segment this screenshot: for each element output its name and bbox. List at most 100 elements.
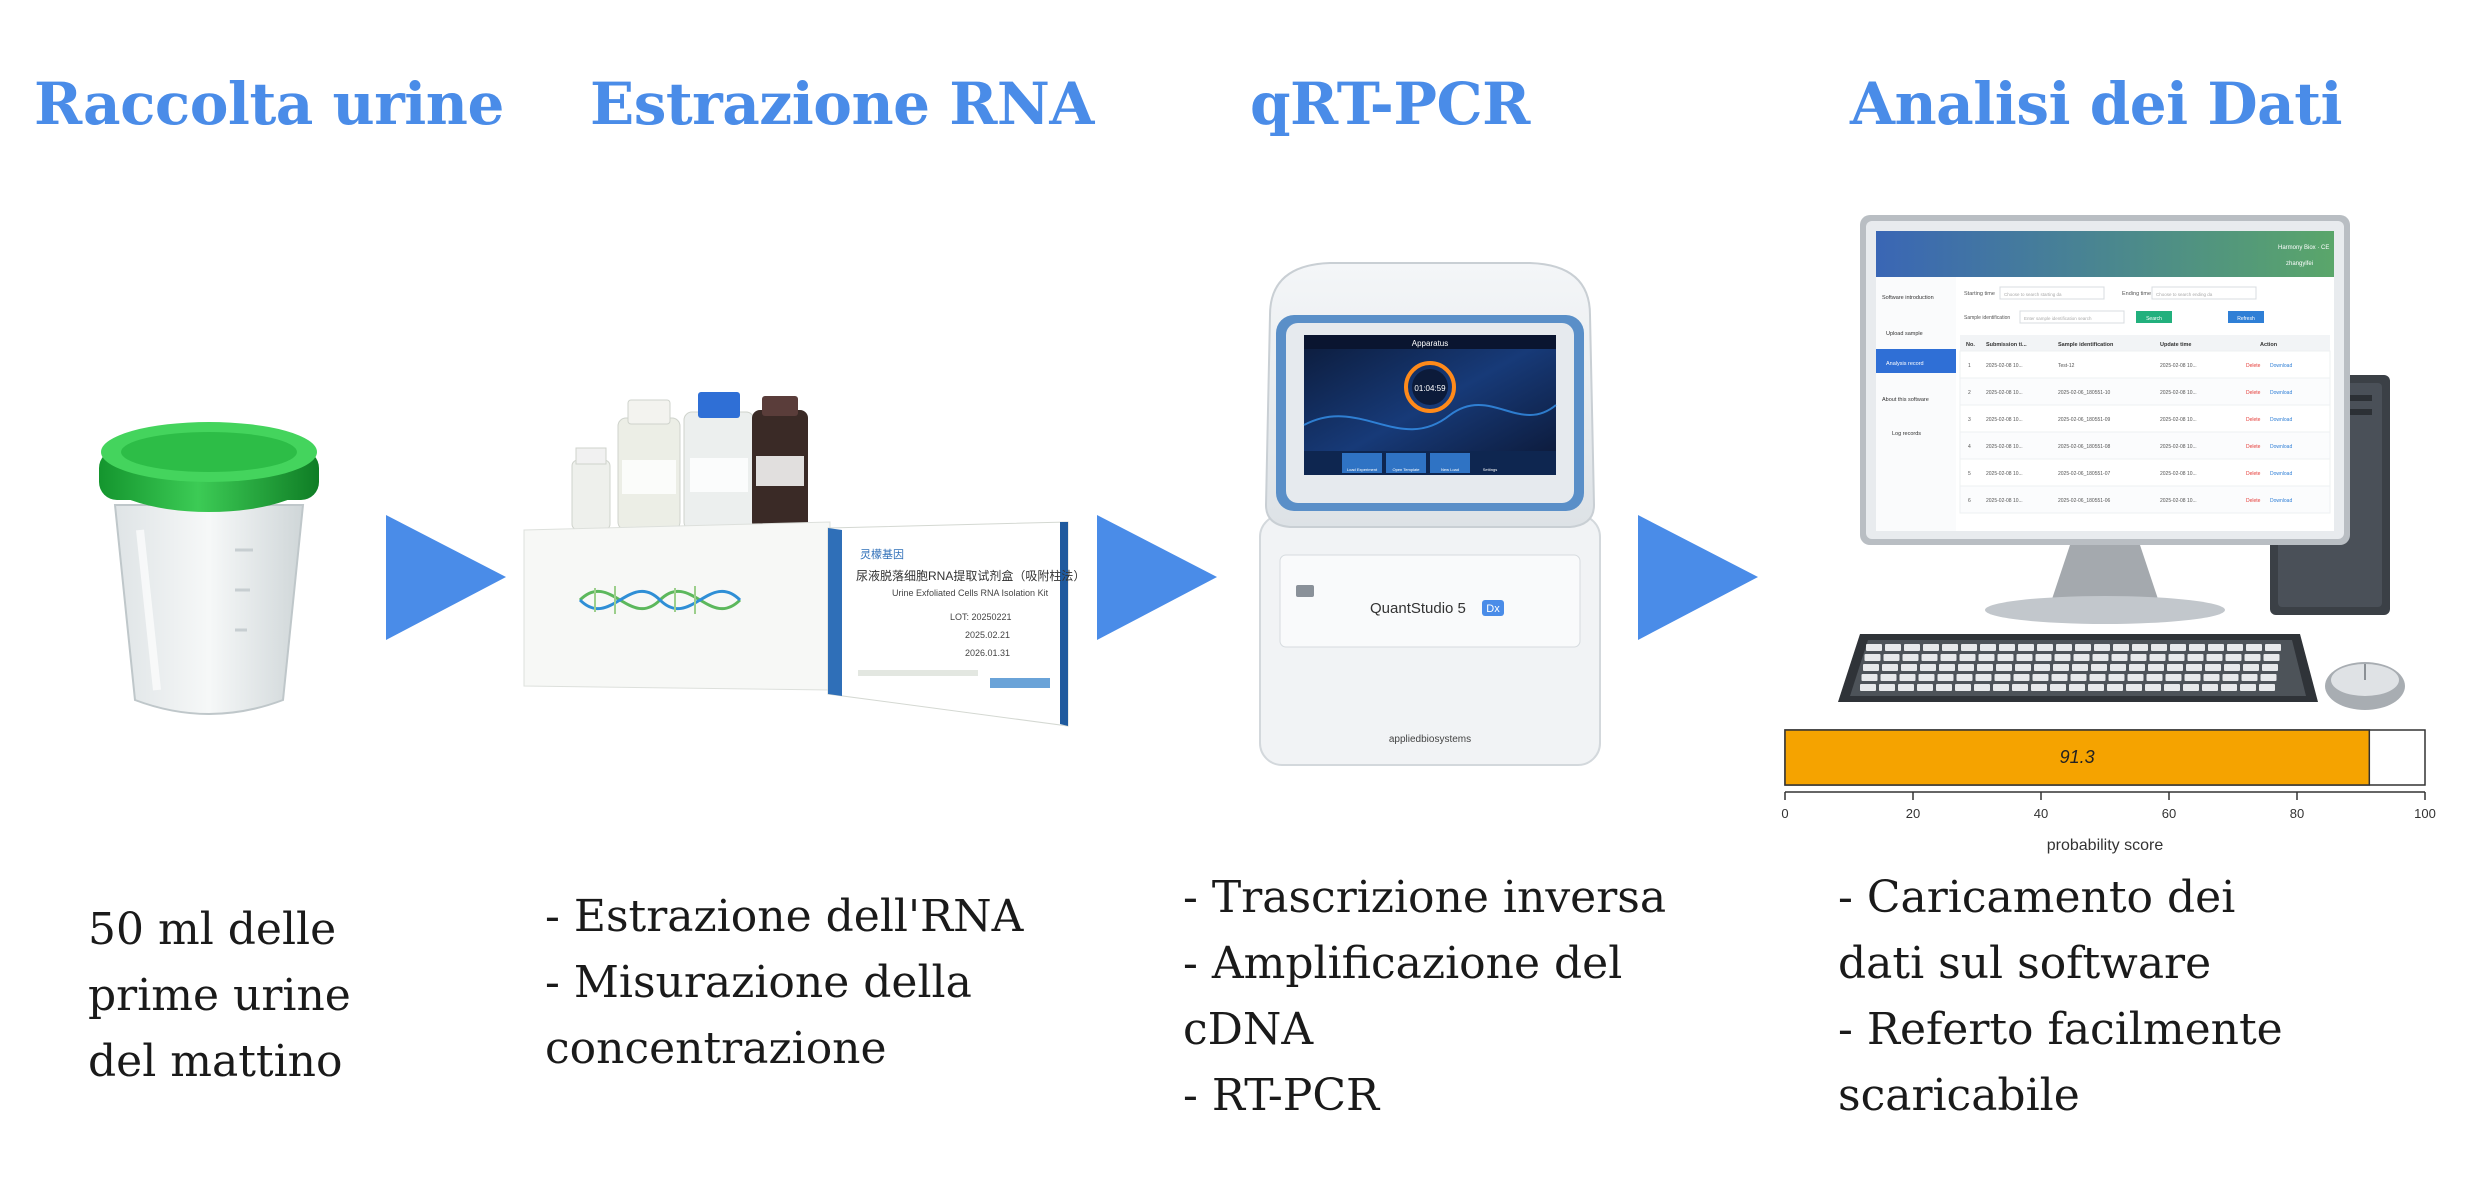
keyboard-key <box>1863 664 1879 671</box>
delete-link: Delete <box>2246 390 2261 396</box>
desc-line: - Estrazione dell'RNA <box>545 891 1024 942</box>
keyboard-key <box>2089 674 2106 681</box>
keyboard-key <box>2206 654 2223 661</box>
keyboard-key <box>2107 684 2123 691</box>
keyboard-key <box>1885 644 1901 651</box>
keyboard-key <box>1997 654 2014 661</box>
desc-line: - Trascrizione inversa <box>1183 872 1667 923</box>
delete-link: Delete <box>2246 363 2261 369</box>
keyboard-key <box>1974 684 1990 691</box>
arrow-right-icon <box>386 515 506 640</box>
keyboard-key <box>2224 664 2240 671</box>
keyboard-key <box>2129 664 2145 671</box>
keyboard-key <box>1956 674 1973 681</box>
keyboard-key <box>2056 644 2072 651</box>
delete-link: Delete <box>2246 444 2261 450</box>
keyboard-key <box>1879 684 1895 691</box>
keyboard-key <box>2227 644 2243 651</box>
sw-side-0: Software introduction <box>1882 295 1934 301</box>
table-cell: 6 <box>1968 498 1971 504</box>
keyboard-key <box>2259 684 2275 691</box>
delete-link: Delete <box>2246 417 2261 423</box>
table-cell: 2025-02-06_180551-06 <box>2058 498 2110 504</box>
table-cell: 4 <box>1968 444 1971 450</box>
sw-side-4: Log records <box>1892 431 1921 437</box>
sw-user: zhangyifei <box>2286 261 2313 267</box>
arrow-right-icon <box>1097 515 1217 640</box>
sw-col-1: Submission ti... <box>1986 342 2027 348</box>
keyboard-key <box>1961 644 1977 651</box>
kit-brand: 灵檬基因 <box>860 548 904 561</box>
desc-line: concentrazione <box>545 1023 887 1074</box>
pcr-maker: appliedbiosystems <box>1389 734 1471 745</box>
keyboard-key <box>1866 644 1882 651</box>
probability-value-label: 91.3 <box>2060 747 2095 767</box>
keyboard-key <box>2202 684 2218 691</box>
step-description-raccolta: 50 ml delle prime urine del mattino <box>88 897 351 1095</box>
x-tick-label: 0 <box>1781 806 1788 821</box>
sw-header-right: Harmony Biox · CE <box>2278 245 2329 251</box>
keyboard-key <box>1904 644 1920 651</box>
keyboard-key <box>1902 654 1919 661</box>
keyboard-key <box>2168 654 2185 661</box>
step-title-raccolta: Raccolta urine <box>34 70 504 138</box>
desc-line: 50 ml delle <box>88 904 337 955</box>
keyboard-key <box>1937 674 1954 681</box>
keyboard-key <box>2113 644 2129 651</box>
x-tick-label: 20 <box>1906 806 1920 821</box>
keyboard-key <box>1920 664 1936 671</box>
keyboard-key <box>2110 664 2126 671</box>
keyboard-key <box>2013 674 2030 681</box>
keyboard-key <box>2260 674 2277 681</box>
x-tick-label: 40 <box>2034 806 2048 821</box>
keyboard-key <box>2187 654 2204 661</box>
keyboard-key <box>1996 664 2012 671</box>
sw-start-placeholder: Choose to search starting da <box>2004 292 2062 297</box>
keyboard-key <box>2221 684 2237 691</box>
keyboard-key <box>2092 654 2109 661</box>
keyboard-key <box>2012 684 2028 691</box>
keyboard-key <box>2265 644 2281 651</box>
keyboard-key <box>2246 644 2262 651</box>
step-title-analisi: Analisi dei Dati <box>1850 70 2343 138</box>
keyboard-key <box>2205 664 2221 671</box>
sw-sample-placeholder: Enter sample identification search <box>2024 316 2092 321</box>
table-cell: Test-12 <box>2058 363 2075 369</box>
keyboard-key <box>1958 664 1974 671</box>
keyboard-key <box>2132 644 2148 651</box>
desc-line: cDNA <box>1183 1004 1314 1055</box>
sw-side-1: Upload sample <box>1886 331 1923 337</box>
keyboard-key <box>2145 684 2161 691</box>
keyboard-key <box>2184 674 2201 681</box>
keyboard-key <box>2186 664 2202 671</box>
keyboard-key <box>2088 684 2104 691</box>
table-cell: 2025-02-08 10... <box>2160 498 2197 504</box>
step-title-qrtpcr: qRT-PCR <box>1250 70 1530 138</box>
keyboard-key <box>2241 674 2258 681</box>
keyboard-key <box>1917 684 1933 691</box>
desc-line: - Referto facilmente <box>1838 1004 2283 1055</box>
keyboard-key <box>2073 654 2090 661</box>
keyboard-key <box>2167 664 2183 671</box>
urine-container-image <box>99 422 319 715</box>
keyboard-key <box>2032 674 2049 681</box>
download-link: Download <box>2270 444 2292 450</box>
keyboard-key <box>2035 654 2052 661</box>
table-cell: 2025-02-08 10... <box>2160 471 2197 477</box>
table-cell: 2 <box>1968 390 1971 396</box>
keyboard-key <box>2050 684 2066 691</box>
keyboard-key <box>2225 654 2242 661</box>
keyboard-key <box>2203 674 2220 681</box>
sw-start-label: Starting time <box>1964 291 1995 297</box>
keyboard-key <box>2094 644 2110 651</box>
keyboard-key <box>1980 644 1996 651</box>
keyboard-key <box>2018 644 2034 651</box>
table-cell: 2025-02-08 10... <box>2160 444 2197 450</box>
keyboard-image <box>1838 634 2318 702</box>
table-cell: 2025-02-08 10... <box>1986 417 2023 423</box>
step-title-estrazione: Estrazione RNA <box>590 70 1094 138</box>
pcr-model-badge: Dx <box>1486 603 1500 615</box>
kit-mfg: 2025.02.21 <box>965 630 1010 640</box>
